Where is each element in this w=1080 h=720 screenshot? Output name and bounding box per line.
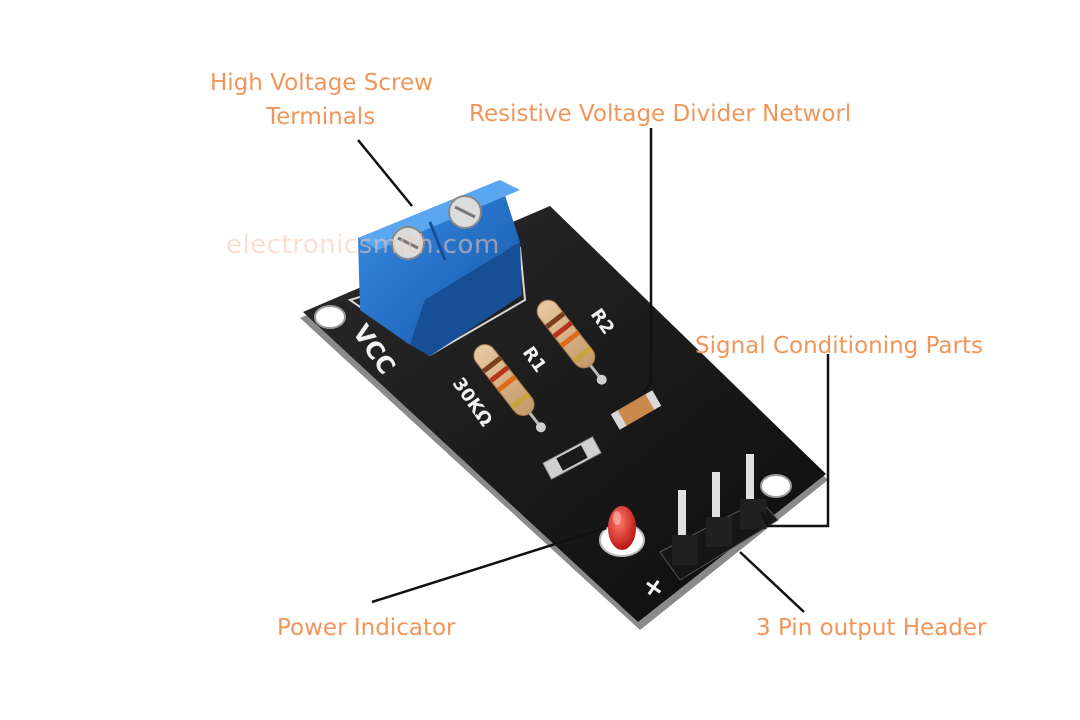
screw-terminal-block xyxy=(358,180,522,356)
label-signal-conditioning: Signal Conditioning Parts xyxy=(695,333,983,359)
leader-line-power-indicator xyxy=(371,526,607,604)
leader-line-output-header xyxy=(739,551,805,613)
leader-lines xyxy=(357,128,830,613)
leader-line-voltage-divider xyxy=(642,128,653,393)
label-voltage-divider: Resistive Voltage Divider Networl xyxy=(469,101,852,127)
resistor-r2 xyxy=(536,299,607,385)
smd-component xyxy=(542,436,602,480)
label-output-header: 3 Pin output Header xyxy=(756,615,987,641)
power-led xyxy=(599,506,645,557)
label-screw-terminals-line2: Terminals xyxy=(266,104,376,130)
pin-header xyxy=(659,454,779,581)
leader-line-signal-conditioning xyxy=(760,354,830,528)
label-screw-terminals-line1: High Voltage Screw xyxy=(210,70,433,96)
label-power-indicator: Power Indicator xyxy=(277,615,456,641)
mounting-hole-left xyxy=(314,305,346,329)
smd-capacitor xyxy=(610,390,662,430)
leader-line-screw-terminals xyxy=(357,139,413,207)
mounting-hole-right xyxy=(760,474,792,498)
resistor-r1 xyxy=(473,344,546,433)
watermark: electronicsmith.com xyxy=(226,230,500,260)
